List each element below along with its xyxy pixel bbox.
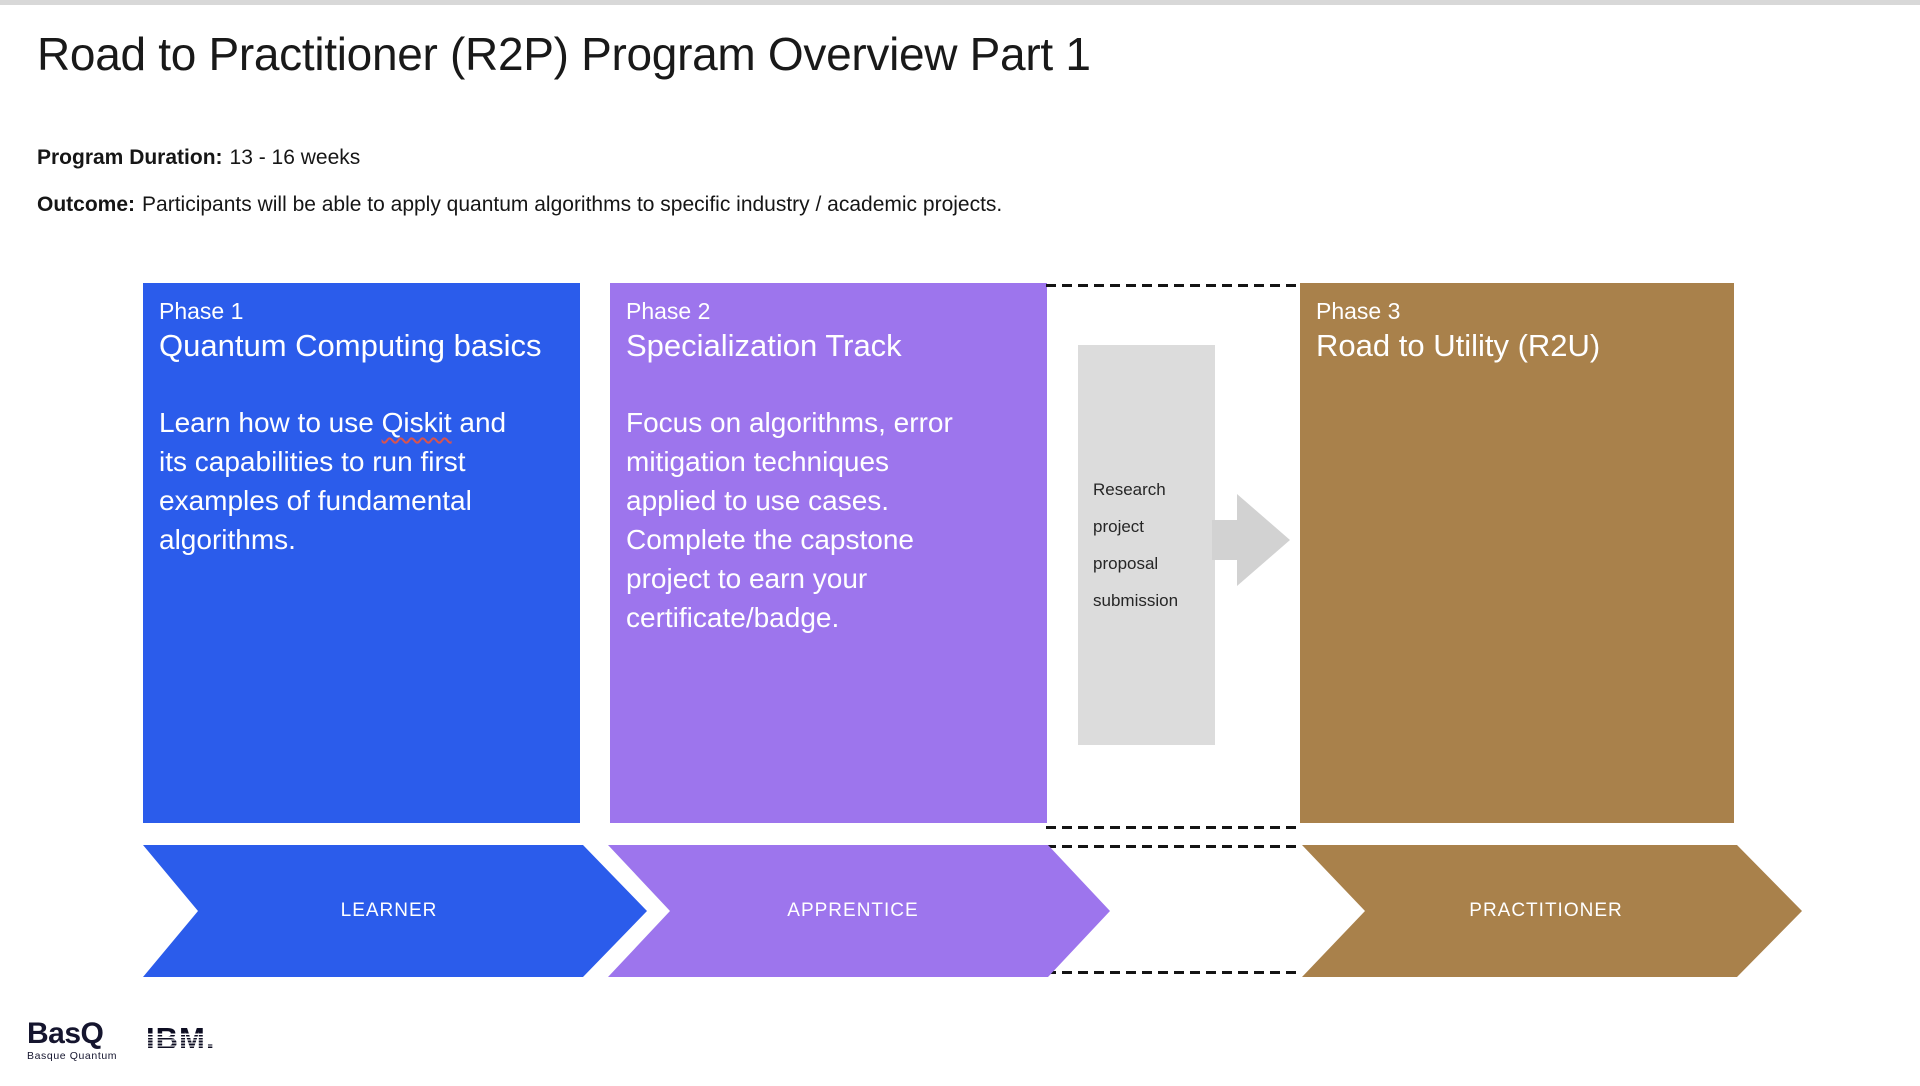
program-duration-value: 13 - 16 weeks [229,146,361,169]
phase1-title: Quantum Computing basics [159,328,542,363]
dashed-line-below-boxes [1046,826,1298,829]
phase2-card: Phase 2 Specialization Track Focus on al… [610,283,1047,823]
basq-logo-wordmark: BasQ [27,1017,104,1050]
phase1-card: Phase 1 Quantum Computing basics Learn h… [143,283,580,823]
basq-logo: BasQ Basque Quantum [27,1017,118,1063]
outcome-label: Outcome: [37,193,136,216]
program-duration-label: Program Duration: [37,146,223,169]
phase3-card: Phase 3 Road to Utility (R2U) [1300,283,1734,823]
phase2-label: Phase 2 [626,298,711,324]
milestone-apprentice: APPRENTICE [608,845,1110,977]
ibm-logo: IBM. [143,1021,218,1056]
phase1-desc-post: and [451,407,507,438]
program-duration-line: Program Duration: 13 - 16 weeks [37,146,360,170]
outcome-value: Participants will be able to apply quant… [142,193,1003,216]
phase1-desc-pre: Learn how to use [159,407,382,438]
milestone-learner-label: LEARNER [340,900,438,921]
phase1-label: Phase 1 [159,298,244,324]
page-title: Road to Practitioner (R2P) Program Overv… [37,28,1091,80]
milestone-practitioner-label: PRACTITIONER [1469,900,1623,921]
dashed-line-chevron-bottom [1046,971,1298,974]
phase3-label: Phase 3 [1316,298,1401,324]
qiskit-spellcheck-word: Qiskit [381,407,452,438]
dashed-line-chevron-top [1046,845,1298,848]
milestone-learner: LEARNER [143,845,647,977]
phase2-title: Specialization Track [626,328,902,363]
milestone-practitioner: PRACTITIONER [1302,845,1802,977]
outcome-line: Outcome: Participants will be able to app… [37,193,1002,217]
phase1-description: Learn how to use Qiskit and its capabili… [159,403,564,559]
window-top-bar [0,0,1920,5]
milestone-apprentice-label: APPRENTICE [787,900,919,921]
phase1-description-line1: Learn how to use Qiskit and [159,403,564,442]
right-arrow-icon [1212,488,1290,592]
basq-logo-subtitle: Basque Quantum [27,1050,118,1062]
dashed-line-top [1046,284,1298,287]
phase3-title: Road to Utility (R2U) [1316,328,1601,363]
